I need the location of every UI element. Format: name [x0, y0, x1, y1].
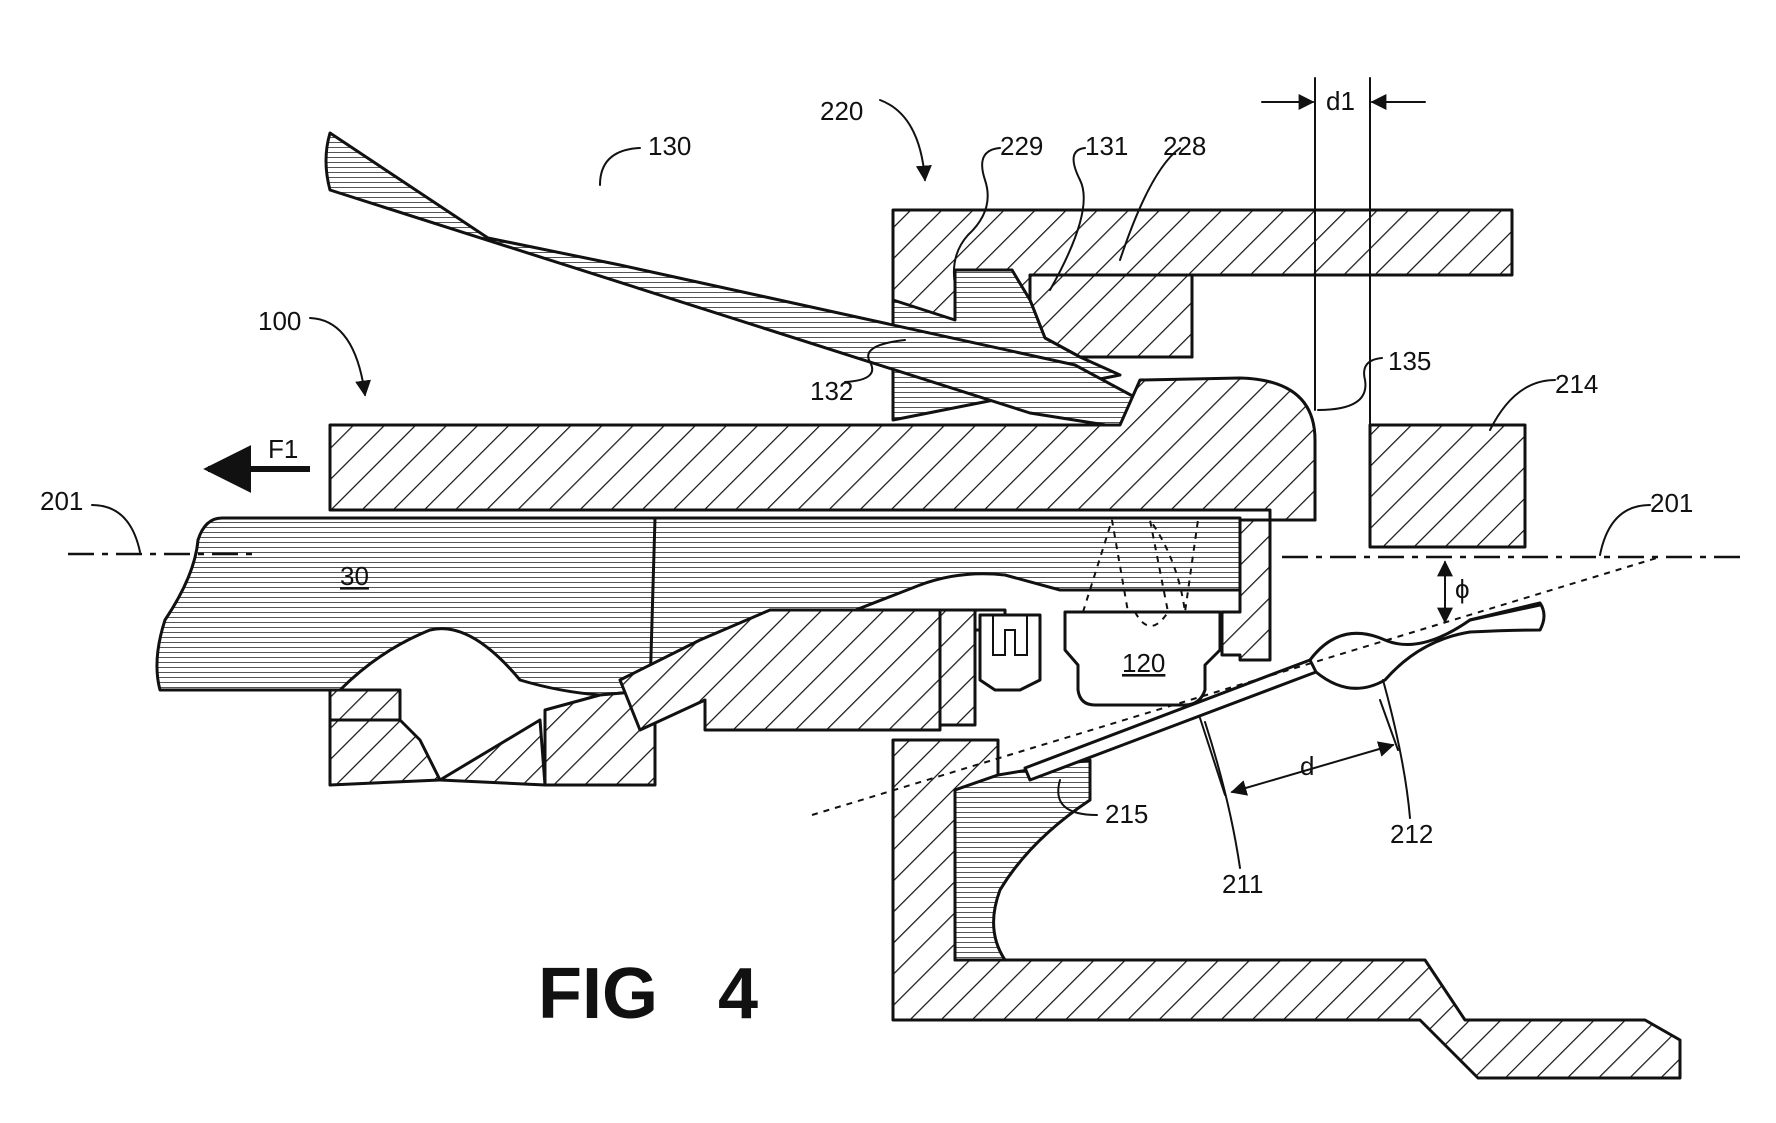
figure-title: FIG 4	[538, 954, 758, 1034]
label-228: 228	[1163, 131, 1206, 161]
label-132: 132	[810, 376, 853, 406]
leader-100	[310, 318, 365, 395]
leader-212	[1383, 680, 1410, 818]
leader-211	[1205, 722, 1240, 868]
label-d1: d1	[1326, 86, 1355, 116]
label-215: 215	[1105, 799, 1148, 829]
label-d: d	[1300, 751, 1314, 781]
label-211: 211	[1222, 869, 1263, 899]
label-phi: ϕ	[1455, 574, 1470, 604]
leader-130	[600, 148, 640, 185]
label-131: 131	[1085, 131, 1128, 161]
label-201-right: 201	[1650, 488, 1693, 518]
label-30: 30	[340, 561, 369, 591]
block-214	[1370, 425, 1525, 547]
leader-220	[880, 100, 925, 180]
label-135: 135	[1388, 346, 1431, 376]
label-229: 229	[1000, 131, 1043, 161]
label-120: 120	[1122, 648, 1165, 678]
plug-lower-body	[330, 690, 400, 720]
leader-135	[1318, 358, 1382, 410]
wire-212-twist	[1310, 605, 1540, 688]
label-100: 100	[258, 306, 301, 336]
leader-201-right	[1600, 505, 1650, 555]
d-extension-1	[1200, 718, 1225, 795]
label-212: 212	[1390, 819, 1433, 849]
label-201-left: 201	[40, 486, 83, 516]
contact-slot	[980, 615, 1040, 690]
cable-30	[157, 518, 655, 695]
plug-lower-left	[330, 720, 440, 785]
label-220: 220	[820, 96, 863, 126]
label-130: 130	[648, 131, 691, 161]
plug-post	[940, 610, 975, 725]
label-214: 214	[1555, 369, 1598, 399]
label-f1: F1	[268, 434, 298, 464]
leader-201-left	[92, 505, 140, 552]
leader-214	[1490, 380, 1555, 430]
plug-lower-wedge	[440, 720, 545, 785]
housing-220-lower-shade	[955, 760, 1090, 960]
